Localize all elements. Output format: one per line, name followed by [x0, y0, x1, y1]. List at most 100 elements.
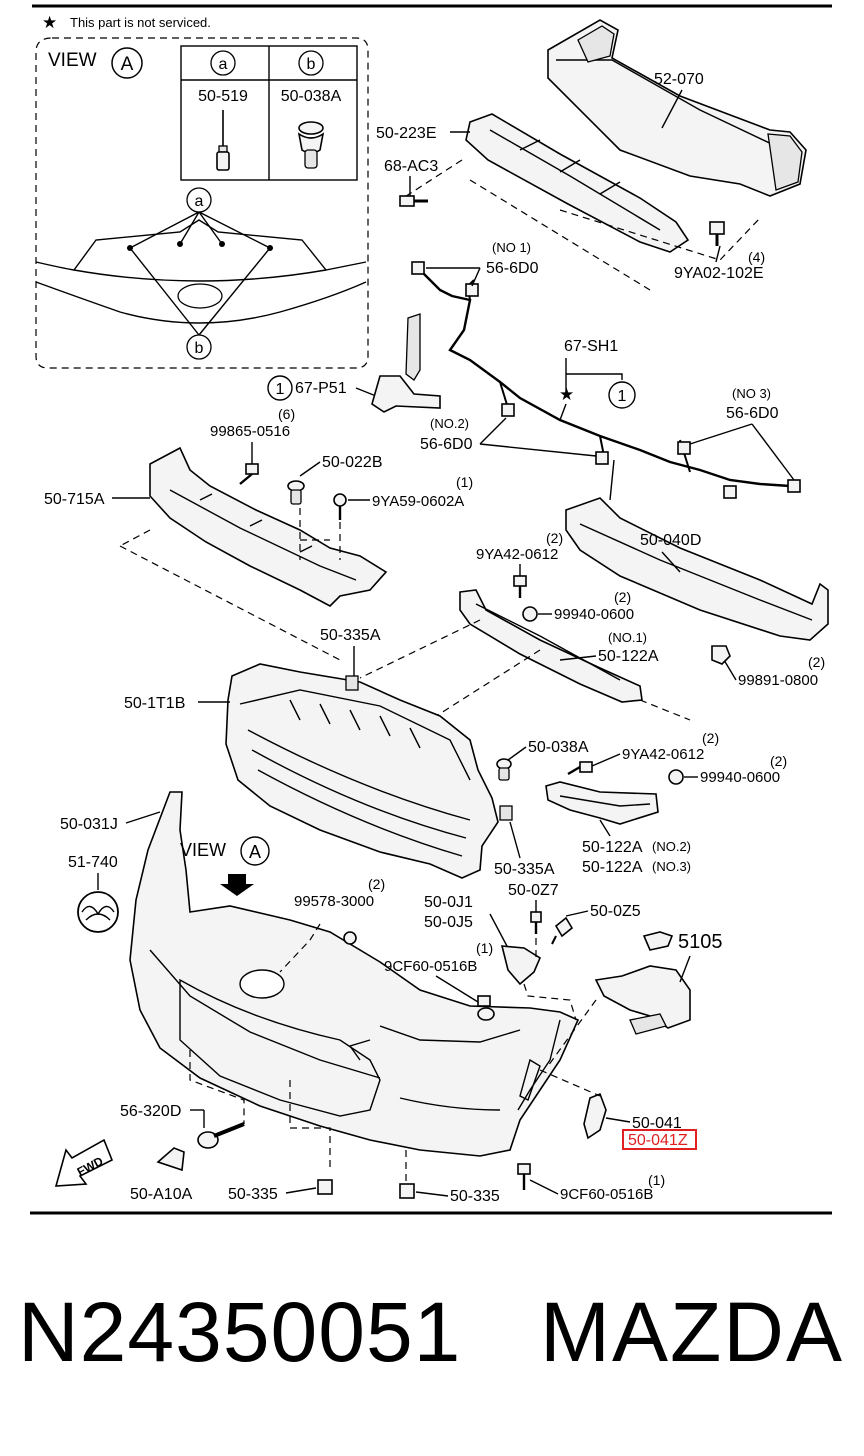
energy-absorber — [465, 113, 690, 253]
67-SH1-circle — [608, 381, 636, 409]
label-99865-0516: 99865-0516 — [210, 423, 290, 440]
label-9YA59-qty: (1) — [456, 474, 473, 490]
67-SH1-circle-num: 1 — [618, 388, 627, 405]
label-50-715A: 50-715A — [44, 491, 105, 508]
view-a-front-letter: A — [249, 842, 261, 862]
67-P51-circle-num: 1 — [276, 381, 285, 398]
harness-bracket — [371, 375, 441, 413]
label-99891-0800: 99891-0800 — [738, 672, 818, 689]
highlight-box — [622, 1129, 697, 1150]
brand-name: MAZDA — [540, 1285, 844, 1379]
label-50-A10A: 50-A10A — [130, 1186, 193, 1203]
parking-sensor-harness — [405, 261, 801, 499]
rivet-icon — [216, 110, 230, 171]
label-99940-0600-b: 99940-0600 — [700, 769, 780, 786]
label-99578-3000: 99578-3000 — [294, 893, 374, 910]
side-bracket-50-122A — [459, 589, 643, 703]
clip-icon — [551, 916, 574, 945]
label-99940a-qty: (2) — [614, 589, 631, 605]
view-a-letter-circle — [111, 47, 143, 79]
label-50-041: 50-041 — [632, 1115, 682, 1132]
bolt-icon — [709, 221, 725, 246]
cover-50-A10A — [156, 1147, 185, 1172]
mazda-emblem-icon — [77, 891, 119, 933]
label-no1b: (NO.1) — [608, 630, 647, 645]
callout-b-letter: b — [195, 340, 204, 357]
label-9YA42a-qty: (2) — [546, 530, 563, 546]
label-68-AC3: 68-AC3 — [384, 158, 438, 175]
view-a-front-title: VIEW — [180, 840, 226, 860]
label-5105: 5105 — [678, 931, 723, 953]
clip-50-335-a — [317, 1179, 333, 1195]
label-9YA42-0612-b: 9YA42-0612 — [622, 746, 704, 763]
nut-icon — [522, 606, 538, 622]
side-bracket-50-0J1 — [500, 945, 542, 986]
view-a-inset: VIEW A a b 50-519 50-038A a b — [35, 37, 369, 369]
part-number: N24350051 — [18, 1285, 462, 1379]
not-serviced-star-icon: ★ — [559, 385, 574, 404]
label-50-122A-no3-tag: (NO.3) — [652, 859, 691, 874]
fog-lamp-bracket — [594, 931, 691, 1035]
label-9YA42-0612-a: 9YA42-0612 — [476, 546, 558, 563]
label-50-122A: 50-122A — [598, 648, 659, 665]
bumper-reinforcement — [547, 19, 807, 197]
label-99865-qty: (6) — [278, 406, 295, 422]
label-9YA02-102E: 9YA02-102E — [674, 265, 764, 282]
label-9CF60-0516B-a: 9CF60-0516B — [384, 958, 477, 975]
label-9YA59-0602A: 9YA59-0602A — [372, 493, 464, 510]
legend-text: This part is not serviced. — [70, 15, 211, 30]
nut-icon — [668, 769, 684, 785]
label-99891-qty: (2) — [808, 654, 825, 670]
clip-50-335-b — [399, 1183, 415, 1199]
view-a-title: VIEW — [48, 50, 97, 71]
label-50-335-b: 50-335 — [450, 1188, 500, 1205]
label-50-040D: 50-040D — [640, 532, 701, 549]
callout-a-letter: a — [195, 193, 204, 210]
label-50-335A-b: 50-335A — [494, 861, 555, 878]
label-50-038A: 50-038A — [528, 739, 589, 756]
tow-hook-cap — [197, 1122, 245, 1149]
label-50-031J: 50-031J — [60, 816, 118, 833]
label-50-335A: 50-335A — [320, 627, 381, 644]
label-9YA02-qty: (4) — [748, 249, 765, 265]
label-50-122A-no2-tag: (NO.2) — [652, 839, 691, 854]
table-col-a-circle — [210, 50, 236, 76]
clip-50-335A — [499, 805, 513, 821]
view-a-letter: A — [121, 54, 134, 75]
label-67-SH1: 67-SH1 — [564, 338, 618, 355]
label-67-P51: 67-P51 — [295, 380, 347, 397]
front-bumper-fascia — [129, 791, 580, 1157]
view-direction-arrow-icon — [220, 874, 254, 896]
bolt-icon — [567, 761, 593, 776]
label-56-6D0-no2: 56-6D0 — [420, 436, 473, 453]
label-9CF60a-qty: (1) — [476, 940, 493, 956]
label-56-6D0-no3: 56-6D0 — [726, 405, 779, 422]
table-col-b-letter: b — [307, 56, 316, 73]
label-56-320D: 56-320D — [120, 1103, 181, 1120]
bolt-icon — [513, 575, 527, 598]
label-50-0Z5: 50-0Z5 — [590, 903, 641, 920]
label-50-122A-no3: 50-122A — [582, 859, 643, 876]
label-99940-0600-a: 99940-0600 — [554, 606, 634, 623]
label-no1: (NO 1) — [492, 240, 531, 255]
side-bracket-50-122A-lower — [545, 781, 659, 825]
label-no3: (NO 3) — [732, 386, 771, 401]
bolt-icon — [399, 195, 428, 207]
clip-icon — [287, 480, 305, 505]
label-50-122A-no2: 50-122A — [582, 839, 643, 856]
fog-lamp-cover — [583, 1092, 607, 1140]
emblem-mount — [239, 969, 285, 999]
table-col-b-part: 50-038A — [281, 88, 342, 105]
label-52-070: 52-070 — [654, 71, 704, 88]
label-56-6D0-no1: 56-6D0 — [486, 260, 539, 277]
screw-icon — [333, 493, 347, 520]
screw-icon — [530, 911, 542, 934]
radiator-grille — [225, 663, 499, 879]
table-col-b-circle — [298, 50, 324, 76]
table-col-a-part: 50-519 — [198, 88, 248, 105]
label-50-041Z: 50-041Z — [628, 1132, 688, 1149]
screw-icon — [239, 463, 259, 485]
label-no2: (NO.2) — [430, 416, 469, 431]
label-9YA42b-qty: (2) — [702, 730, 719, 746]
